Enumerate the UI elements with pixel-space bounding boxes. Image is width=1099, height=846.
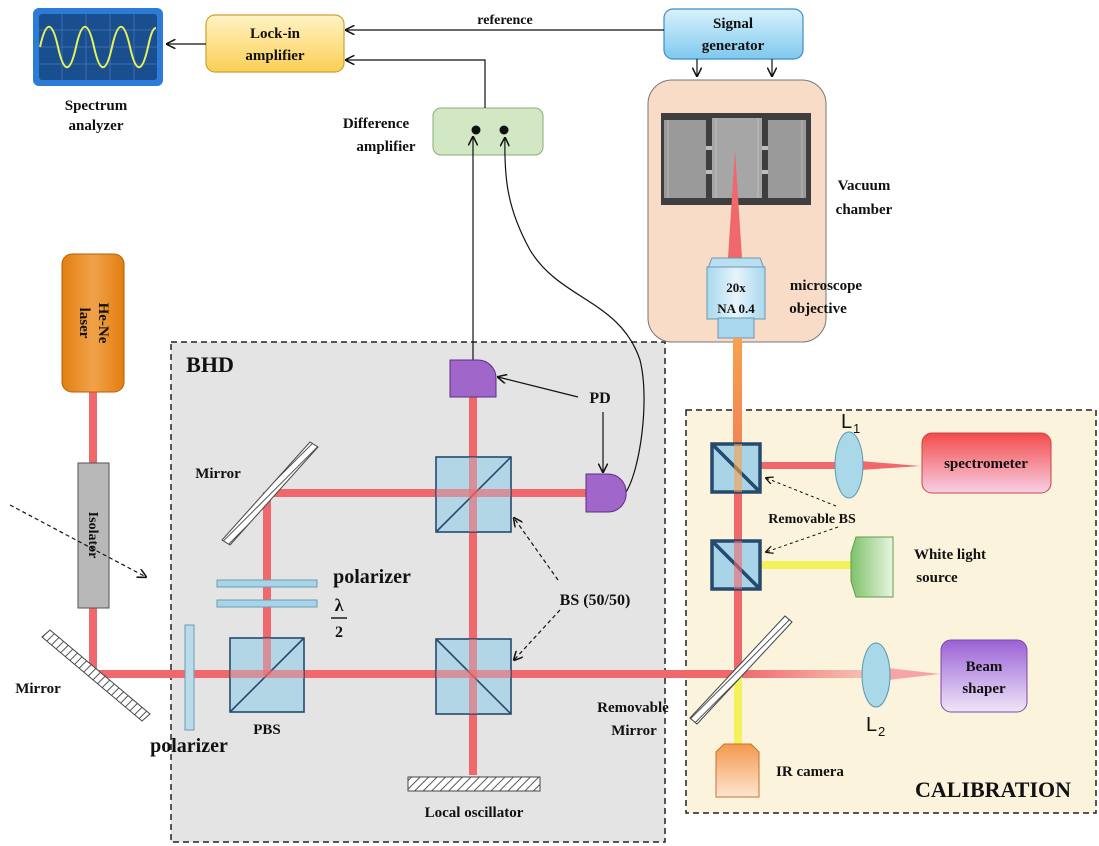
- removable-mirror: [689, 615, 793, 725]
- lens-l1-subscript: 1: [853, 421, 860, 436]
- objective-na: NA 0.4: [717, 301, 755, 316]
- spectrum-analyzer-label-2: analyzer: [69, 118, 124, 134]
- mirror-left-label: Mirror: [15, 681, 61, 697]
- white-light-label-1: White light: [914, 547, 986, 563]
- bhd-label: BHD: [186, 352, 234, 377]
- beam-to-beam-shaper: [738, 670, 888, 678]
- signal-generator: [663, 8, 804, 60]
- removable-bs-arrow-lower: [766, 526, 839, 552]
- reference-label: reference: [477, 13, 532, 28]
- bs-label: BS (50/50): [560, 592, 631, 609]
- ir-camera-label: IR camera: [776, 764, 844, 780]
- difference-amplifier: [432, 107, 544, 156]
- isolator: [77, 462, 110, 609]
- ir-camera: [715, 743, 760, 798]
- laser-label-1: He-Ne: [95, 303, 111, 344]
- microscope-objective-label-2: objective: [789, 301, 847, 317]
- bhd-panel: [170, 341, 666, 843]
- beam-to-beam-shaper-tip: [888, 668, 940, 680]
- isolator-label: Isolator: [85, 512, 100, 559]
- local-oscillator-mirror: [407, 776, 541, 792]
- waveplate-2: [216, 599, 318, 608]
- spectrum-analyzer: [33, 8, 163, 86]
- polarizer-plate: [184, 624, 195, 731]
- difference-amplifier-label-2: amplifier: [356, 139, 415, 155]
- diff-amp-to-lock-in-wire: [346, 60, 486, 108]
- beam-top-horizontal: [268, 489, 588, 497]
- vacuum-chamber-label-1: Vacuum: [838, 178, 891, 194]
- lens-l2: [861, 642, 891, 708]
- he-ne-laser: [61, 253, 125, 393]
- beam-shaper-label-1: Beam: [966, 659, 1003, 675]
- beam-white-light: [740, 561, 852, 569]
- beam-to-ir-camera: [734, 676, 742, 744]
- waveplate-1: [216, 579, 318, 588]
- removable-bs-label: Removable BS: [768, 512, 856, 527]
- bs-arrow-lower: [514, 609, 561, 660]
- bs-arrow-upper: [514, 518, 559, 581]
- polarizer-top-label: polarizer: [333, 566, 411, 588]
- removable-bs-arrow-upper: [766, 478, 837, 507]
- white-light-source: [850, 536, 894, 598]
- lens-l2-label: L: [866, 714, 877, 736]
- difference-amplifier-label-1: Difference: [343, 116, 410, 132]
- photodiode-top: [449, 359, 497, 398]
- lens-l2-subscript: 2: [878, 724, 885, 739]
- removable-mirror-label-2: Mirror: [611, 723, 657, 739]
- signal-generator-label-2: generator: [702, 38, 765, 54]
- mirror-top-label: Mirror: [195, 466, 241, 482]
- pbs-label: PBS: [253, 722, 281, 738]
- lock-in-label-2: amplifier: [245, 48, 304, 64]
- removable-mirror-label-1: Removable: [597, 700, 669, 716]
- calibration-label: CALIBRATION: [915, 777, 1071, 802]
- pd-arrow-top: [498, 377, 579, 398]
- polarizer-bottom-label: polarizer: [150, 735, 228, 757]
- vacuum-chamber-label-2: chamber: [836, 202, 893, 218]
- spectrometer: [921, 432, 1052, 494]
- beam-main-horizontal: [93, 670, 738, 678]
- mirror-top: [221, 441, 319, 546]
- objective-mag: 20x: [726, 280, 746, 295]
- beam-bs-vertical: [469, 392, 477, 775]
- beam-shaper: [940, 639, 1028, 713]
- local-oscillator-label: Local oscillator: [425, 805, 524, 821]
- spectrometer-label: spectrometer: [944, 456, 1028, 472]
- pd-label: PD: [589, 390, 610, 407]
- beam-to-spectrometer: [738, 462, 838, 469]
- mirror-left: [41, 629, 151, 722]
- photodiode-right: [585, 473, 627, 513]
- lock-in-label-1: Lock-in: [250, 26, 301, 42]
- beam-to-spectrometer-tip: [860, 461, 920, 470]
- beam-calibration-orange: [733, 338, 742, 470]
- microscope-objective-label-1: microscope: [790, 278, 863, 294]
- beam-shaper-label-2: shaper: [962, 681, 1006, 697]
- spectrum-analyzer-label-1: Spectrum: [65, 98, 128, 114]
- laser-label-2: laser: [76, 308, 92, 339]
- white-light-label-2: source: [916, 570, 958, 586]
- sine-wave-icon: [39, 25, 157, 69]
- pd-right-wire: [505, 138, 645, 493]
- lambda-denominator: 2: [335, 624, 343, 641]
- lambda-label: λ: [335, 595, 344, 615]
- focused-beam: [728, 150, 742, 258]
- lens-l1-label: L: [841, 411, 852, 433]
- isolator-arrow: [9, 504, 146, 577]
- signal-generator-label-1: Signal: [713, 16, 753, 32]
- lens-l1: [834, 431, 864, 499]
